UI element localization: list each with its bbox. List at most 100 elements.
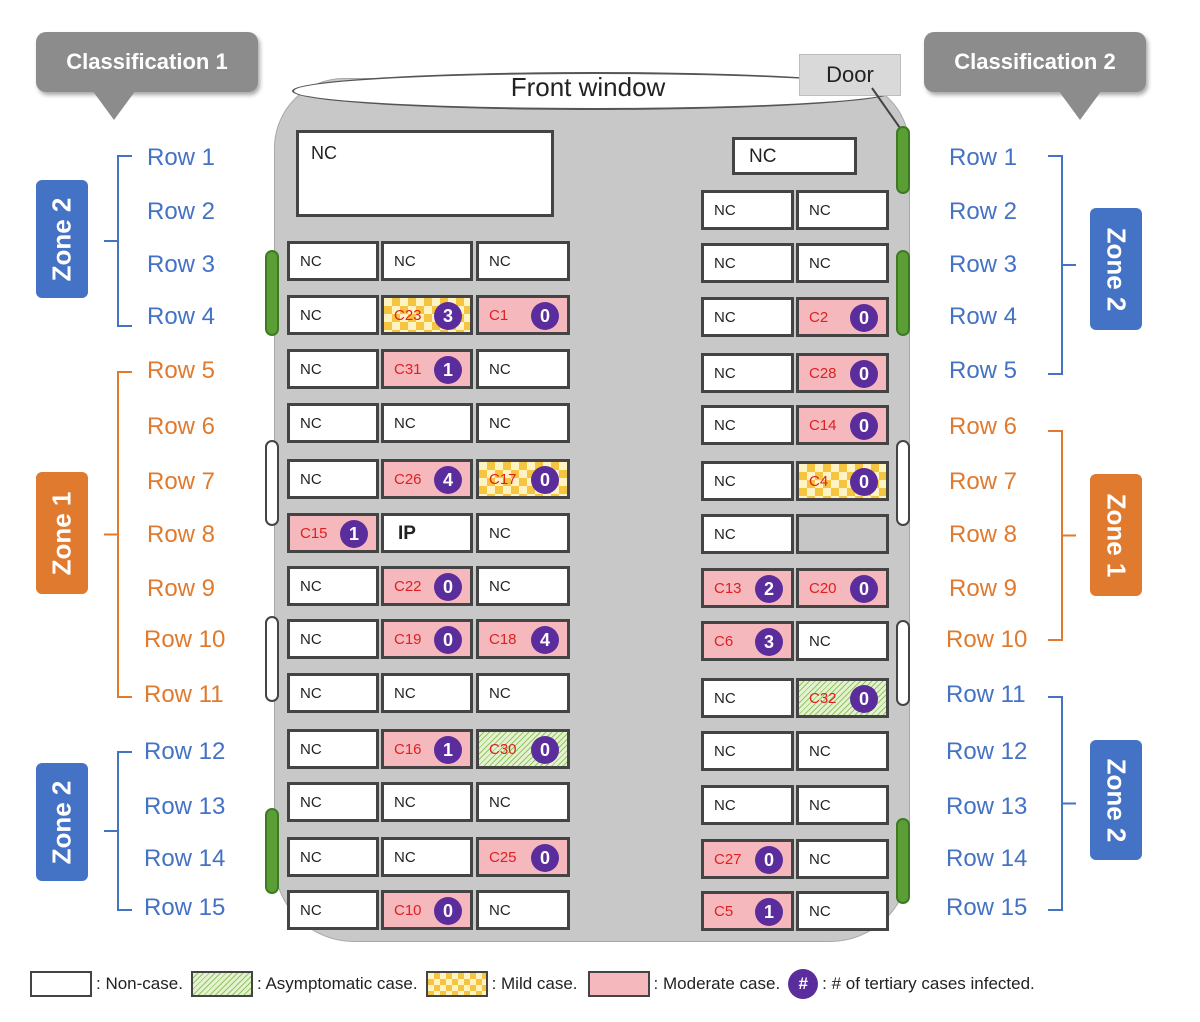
right-seat-r4-2-tertiary-badge: 0 xyxy=(850,304,878,332)
left-row-label-11: Row 11 xyxy=(144,681,224,708)
right-seat-r4-2-label: C2 xyxy=(809,309,829,326)
left-row-label-12: Row 12 xyxy=(144,738,226,765)
left-seat-r7-3-tertiary-badge: 0 xyxy=(531,466,559,494)
left-row-label-8: Row 8 xyxy=(147,521,216,548)
right-seat-r6-2-label: C14 xyxy=(809,417,837,434)
right-zone-2: Zone 1 xyxy=(1090,474,1142,596)
left-seat-r10-3-tertiary-badge: 4 xyxy=(531,626,559,654)
left-seat-r14-1: NC xyxy=(287,837,379,877)
right-seat-r11-2-tertiary-badge: 0 xyxy=(850,685,878,713)
side-window-2 xyxy=(265,440,279,526)
right-seat-r9-2-tertiary-badge: 0 xyxy=(850,575,878,603)
right-seat-r5-1: NC xyxy=(701,353,794,393)
right-zone-label-1: Zone 2 xyxy=(1101,227,1132,311)
left-seat-r4-1: NC xyxy=(287,295,379,335)
front-window-outline xyxy=(292,72,896,110)
left-row-label-13: Row 13 xyxy=(144,793,226,820)
right-seat-r10-2: NC xyxy=(796,621,889,661)
left-seat-r6-3: NC xyxy=(476,403,570,443)
left-seat-r13-1: NC xyxy=(287,782,379,822)
right-seat-r10-2-label: NC xyxy=(809,633,831,650)
left-seat-r10-3-label: C18 xyxy=(489,631,517,648)
left-bracket-3 xyxy=(104,751,132,911)
left-seat-r14-2-label: NC xyxy=(394,849,416,866)
side-window-7 xyxy=(896,440,910,526)
left-seat-r9-3: NC xyxy=(476,566,570,606)
left-row-label-9: Row 9 xyxy=(147,575,216,602)
left-seat-r5-3: NC xyxy=(476,349,570,389)
left-seat-r14-3-label: C25 xyxy=(489,849,517,866)
right-seat-r15-2-label: NC xyxy=(809,903,831,920)
right-row-label-11: Row 11 xyxy=(946,681,1026,708)
legend-mild-swatch xyxy=(425,971,488,997)
left-seat-r9-1-label: NC xyxy=(300,578,322,595)
left-seat-r4-1-label: NC xyxy=(300,307,322,324)
left-seat-r3-1: NC xyxy=(287,241,379,281)
legend-asymptomatic-label: : Asymptomatic case. xyxy=(256,974,418,993)
left-zone-label-2: Zone 1 xyxy=(46,491,77,575)
left-seat-r11-3-label: NC xyxy=(489,685,511,702)
driver-seat-label: NC xyxy=(311,143,337,163)
left-seat-r7-1: NC xyxy=(287,459,379,499)
left-seat-r15-3-label: NC xyxy=(489,902,511,919)
right-seat-r15-2: NC xyxy=(796,891,889,931)
right-seat-r14-1-tertiary-badge: 0 xyxy=(755,846,783,874)
left-seat-r8-2: IP xyxy=(381,513,473,553)
right-seat-r2-1-label: NC xyxy=(714,202,736,219)
left-seat-r5-2-label: C31 xyxy=(394,361,422,378)
left-row-label-10: Row 10 xyxy=(144,626,226,653)
right-seat-r2-1: NC xyxy=(701,190,794,230)
legend-moderate-swatch xyxy=(587,971,650,997)
left-seat-r5-2-tertiary-badge: 1 xyxy=(434,356,462,384)
left-zone-3: Zone 2 xyxy=(36,763,88,881)
left-seat-r11-2: NC xyxy=(381,673,473,713)
classification-1-label: Classification 1 xyxy=(66,49,228,74)
right-seat-r13-2-label: NC xyxy=(809,797,831,814)
right-seat-r14-2-label: NC xyxy=(809,851,831,868)
right-seat-r12-2: NC xyxy=(796,731,889,771)
left-row-label-6: Row 6 xyxy=(147,413,216,440)
left-seat-r7-1-label: NC xyxy=(300,471,322,488)
left-seat-r10-1: NC xyxy=(287,619,379,659)
legend-asymptomatic-swatch xyxy=(190,971,253,997)
classification-2-label: Classification 2 xyxy=(954,49,1116,74)
right-row-label-9: Row 9 xyxy=(949,575,1018,602)
left-seat-r15-1-label: NC xyxy=(300,902,322,919)
left-row-label-1: Row 1 xyxy=(147,144,216,171)
left-seat-r15-2-tertiary-badge: 0 xyxy=(434,897,462,925)
left-row-label-2: Row 2 xyxy=(147,198,216,225)
left-seat-r7-2-tertiary-badge: 4 xyxy=(434,466,462,494)
left-seat-r8-3: NC xyxy=(476,513,570,553)
right-seat-r5-2-label: C28 xyxy=(809,365,837,382)
front-right-seat-label: NC xyxy=(749,146,777,167)
right-row-label-2: Row 2 xyxy=(949,198,1018,225)
left-zone-2: Zone 1 xyxy=(36,472,88,594)
right-seat-r9-2-label: C20 xyxy=(809,580,837,597)
right-seat-r7-2-label: C4 xyxy=(809,473,829,490)
right-seat-r14-1-label: C27 xyxy=(714,851,742,868)
legend-badge-icon: # xyxy=(788,969,819,999)
left-seat-r4-2-label: C23 xyxy=(394,307,422,324)
right-zone-3: Zone 2 xyxy=(1090,740,1142,860)
left-seat-r3-2-label: NC xyxy=(394,253,416,270)
left-seat-r13-1-label: NC xyxy=(300,794,322,811)
right-zone-label-3: Zone 2 xyxy=(1101,758,1132,842)
right-row-label-7: Row 7 xyxy=(949,468,1018,495)
left-seat-r13-2-label: NC xyxy=(394,794,416,811)
left-row-label-7: Row 7 xyxy=(147,468,216,495)
left-seat-r3-1-label: NC xyxy=(300,253,322,270)
left-zone-label-1: Zone 2 xyxy=(46,197,77,281)
left-seat-r5-1: NC xyxy=(287,349,379,389)
right-seat-r12-1: NC xyxy=(701,731,794,771)
